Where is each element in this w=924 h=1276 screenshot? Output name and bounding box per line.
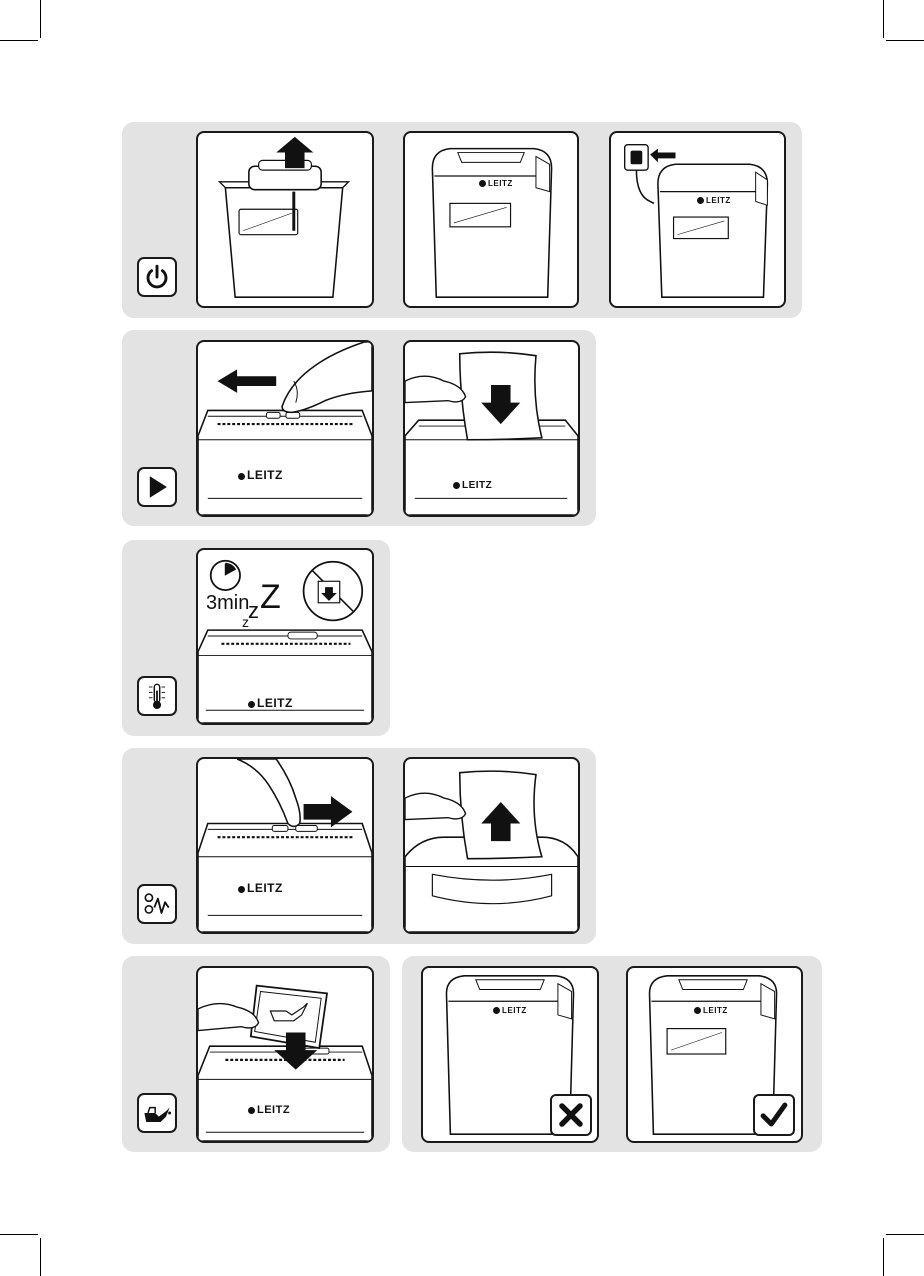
panel-press-reverse: LEITZ (196, 757, 374, 934)
crop-mark (883, 0, 884, 38)
crop-mark (886, 40, 924, 41)
crop-mark (40, 1238, 41, 1276)
brand-logo: LEITZ (493, 1006, 527, 1015)
timer-duration-label: 3min (206, 592, 249, 615)
panel-bin-wrong: LEITZ (421, 966, 599, 1143)
brand-logo: LEITZ (697, 196, 731, 205)
crop-mark (886, 1234, 924, 1235)
oil-can-icon (137, 1093, 177, 1133)
panel-plug-in: LEITZ (609, 131, 786, 308)
sleep-z-large: Z (260, 578, 281, 617)
cross-mark-icon (550, 1094, 592, 1136)
panel-bin-right: LEITZ (626, 966, 803, 1143)
panel-insert-paper: LEITZ (403, 340, 580, 517)
crop-mark (40, 0, 41, 38)
crop-mark (883, 1238, 884, 1276)
thermometer-icon (137, 676, 177, 716)
play-icon (137, 467, 177, 507)
brand-logo: LEITZ (248, 1104, 290, 1116)
brand-logo: LEITZ (453, 480, 492, 491)
check-mark-icon (753, 1094, 795, 1136)
brand-logo: LEITZ (694, 1006, 728, 1015)
sleep-z-medium: z (248, 598, 259, 624)
reverse-jam-icon (137, 884, 177, 924)
panel-press-start: LEITZ (196, 340, 374, 517)
brand-logo: LEITZ (238, 468, 283, 482)
panel-assembled-shredder: LEITZ (403, 131, 579, 308)
crop-mark (0, 1234, 38, 1235)
panel-remove-head (196, 131, 374, 308)
panel-remove-paper (403, 757, 580, 934)
brand-logo: LEITZ (238, 881, 283, 895)
power-icon (137, 257, 177, 297)
panel-sleep-mode: 3min Z z z LEITZ (196, 548, 374, 725)
panel-oil-sheet: LEITZ (196, 966, 374, 1143)
crop-mark (0, 40, 38, 41)
brand-logo: LEITZ (479, 179, 513, 188)
brand-logo: LEITZ (248, 696, 293, 710)
sleep-z-small: z (242, 614, 249, 630)
